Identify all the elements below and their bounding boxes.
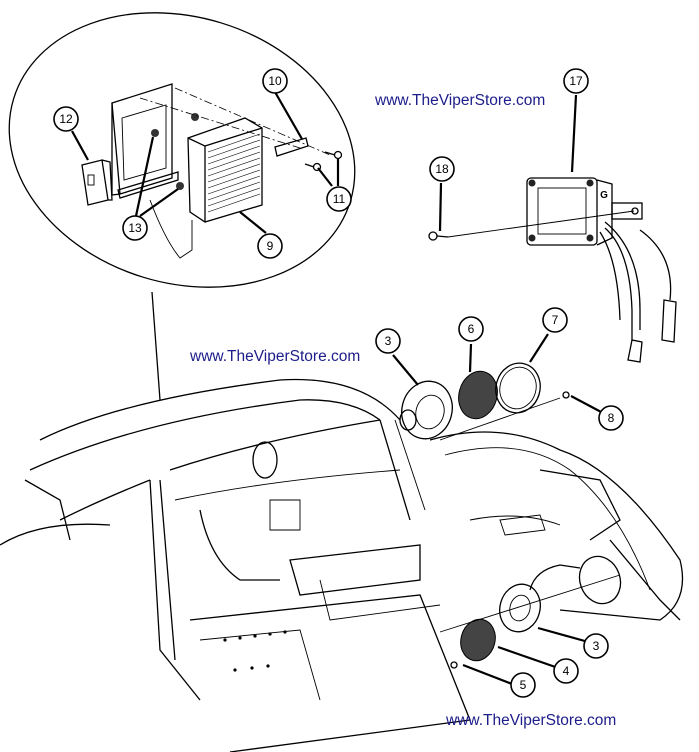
amplifier-detail-inset <box>8 12 356 401</box>
callout-5: 5 <box>510 672 536 698</box>
leader-lines <box>71 91 604 686</box>
watermark-bottom: www.TheViperStore.com <box>446 712 617 729</box>
callout-3-lower: 3 <box>583 633 609 659</box>
callout-9: 9 <box>257 233 283 259</box>
callout-11: 11 <box>326 186 352 212</box>
svg-text:4: 4 <box>563 664 570 678</box>
upper-speaker-assembly-drawing <box>399 362 570 441</box>
svg-text:9: 9 <box>267 239 274 253</box>
amplifier-drawing <box>187 117 263 223</box>
detail-leader-line <box>151 291 161 401</box>
callout-7: 7 <box>542 307 568 333</box>
callout-18: 18 <box>429 156 455 182</box>
callout-12: 12 <box>53 106 79 132</box>
callout-13: 13 <box>122 215 148 241</box>
svg-text:7: 7 <box>552 313 559 327</box>
connector-drawing <box>81 159 113 206</box>
svg-text:6: 6 <box>468 322 475 336</box>
vehicle-interior-drawing <box>0 378 684 752</box>
detail-oval <box>8 12 356 288</box>
callout-4: 4 <box>553 658 579 684</box>
callout-6: 6 <box>458 316 484 342</box>
watermark-middle: www.TheViperStore.com <box>190 348 361 365</box>
svg-text:13: 13 <box>128 221 142 235</box>
bracket-drawing <box>274 137 309 157</box>
svg-text:12: 12 <box>59 112 73 126</box>
callout-10: 10 <box>262 68 288 94</box>
callout-8: 8 <box>598 405 624 431</box>
screws-drawing <box>304 150 343 172</box>
svg-text:3: 3 <box>593 639 600 653</box>
svg-text:10: 10 <box>268 74 282 88</box>
svg-text:3: 3 <box>385 334 392 348</box>
svg-text:5: 5 <box>520 678 527 692</box>
svg-text:17: 17 <box>569 74 583 88</box>
mounting-bracket-drawing <box>111 83 331 259</box>
callout-17: 17 <box>563 68 589 94</box>
svg-text:G: G <box>600 190 608 201</box>
svg-text:11: 11 <box>333 192 346 206</box>
svg-text:8: 8 <box>608 411 615 425</box>
svg-text:18: 18 <box>435 162 449 176</box>
lower-speaker-assembly-drawing <box>439 564 621 669</box>
module-drawing: G <box>428 177 677 363</box>
watermark-top: www.TheViperStore.com <box>375 92 546 109</box>
callout-3-upper: 3 <box>375 328 401 354</box>
